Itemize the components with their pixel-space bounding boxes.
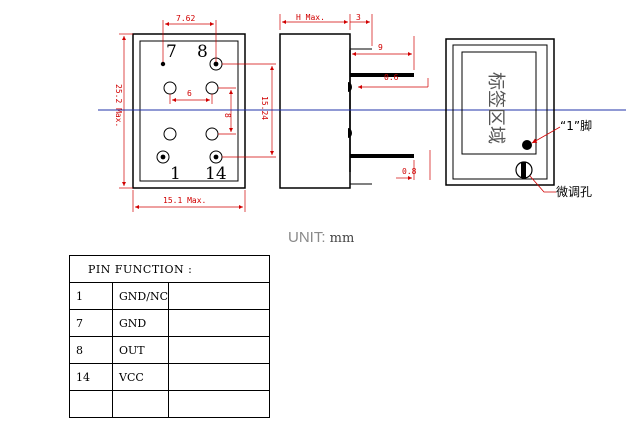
label-view-outline — [445, 38, 555, 186]
table-row — [69, 390, 270, 418]
top-view-outline — [132, 33, 246, 189]
pin1-label: 1 — [170, 164, 181, 184]
note-cell — [168, 336, 270, 364]
note-cell — [168, 282, 270, 310]
dim-9: 9 — [378, 43, 383, 52]
unit-value: mm — [329, 231, 355, 246]
note-cell — [168, 363, 270, 391]
function-cell: GND/NC — [112, 282, 169, 310]
pin1-callout: “1”脚 — [560, 118, 592, 133]
top-view: 7 8 1 14 7.62 6 8 15.24 25.2 Max. 15.1 — [114, 14, 276, 212]
dim-3: 3 — [356, 13, 361, 22]
side-view: H Max. 3 9 0.6 0.8 — [279, 13, 431, 189]
label-area-box — [461, 51, 537, 155]
dim-15-1-max: 15.1 Max. — [163, 196, 206, 205]
pin14-hole — [213, 154, 219, 160]
dim-8: 8 — [223, 113, 232, 118]
pin14-label: 14 — [205, 164, 227, 184]
dim-0-6: 0.6 — [384, 73, 399, 82]
dim-15-24: 15.24 — [260, 96, 269, 120]
dim-6: 6 — [187, 89, 192, 98]
pin7-marker — [160, 61, 166, 67]
label-view-inner — [452, 44, 548, 180]
table-row: 14 VCC — [69, 363, 270, 391]
label-view: 标签区域 “1”脚 微调孔 — [445, 38, 592, 199]
note-cell — [168, 309, 270, 337]
function-cell: GND — [112, 309, 169, 337]
dim-25-2-max: 25.2 Max. — [114, 84, 123, 127]
pin-cell: 1 — [69, 282, 113, 310]
pad-empty — [163, 81, 177, 95]
unit-label: UNIT: mm — [288, 229, 354, 246]
dim-h-max: H Max. — [296, 13, 325, 22]
function-cell: OUT — [112, 336, 169, 364]
table-row: 7 GND — [69, 309, 270, 337]
table-header: PIN FUNCTION : — [69, 255, 270, 283]
pin-cell: 7 — [69, 309, 113, 337]
lead-upper — [350, 73, 414, 77]
table-row: 8 OUT — [69, 336, 270, 364]
top-view-inner — [139, 40, 239, 182]
pin8-hole — [213, 61, 219, 67]
dim-0-8: 0.8 — [402, 167, 417, 176]
pin1-pad — [156, 150, 170, 164]
pin1-indicator — [522, 140, 532, 150]
pin-function-table: PIN FUNCTION : 1 GND/NC 7 GND 8 OUT 14 V… — [69, 255, 270, 418]
note-cell — [168, 390, 270, 418]
pin-cell — [69, 390, 113, 418]
function-cell — [112, 390, 169, 418]
pin7-label: 7 — [166, 42, 177, 62]
table-row: 1 GND/NC — [69, 282, 270, 310]
adjust-hole-callout: 微调孔 — [556, 185, 592, 199]
pad-empty — [205, 81, 219, 95]
side-body — [279, 33, 351, 189]
label-area-text: 标签区域 — [485, 72, 506, 144]
pin-cell: 14 — [69, 363, 113, 391]
lead-lower — [350, 154, 414, 158]
function-cell: VCC — [112, 363, 169, 391]
dim-pin-pitch: 7.62 — [176, 14, 195, 23]
table-header-row: PIN FUNCTION : — [69, 255, 270, 283]
pad-empty — [205, 127, 219, 141]
pin8-label: 8 — [197, 42, 208, 62]
pin1-hole — [160, 154, 166, 160]
unit-prefix: UNIT: — [288, 229, 326, 246]
pin-cell: 8 — [69, 336, 113, 364]
pad-empty — [163, 127, 177, 141]
